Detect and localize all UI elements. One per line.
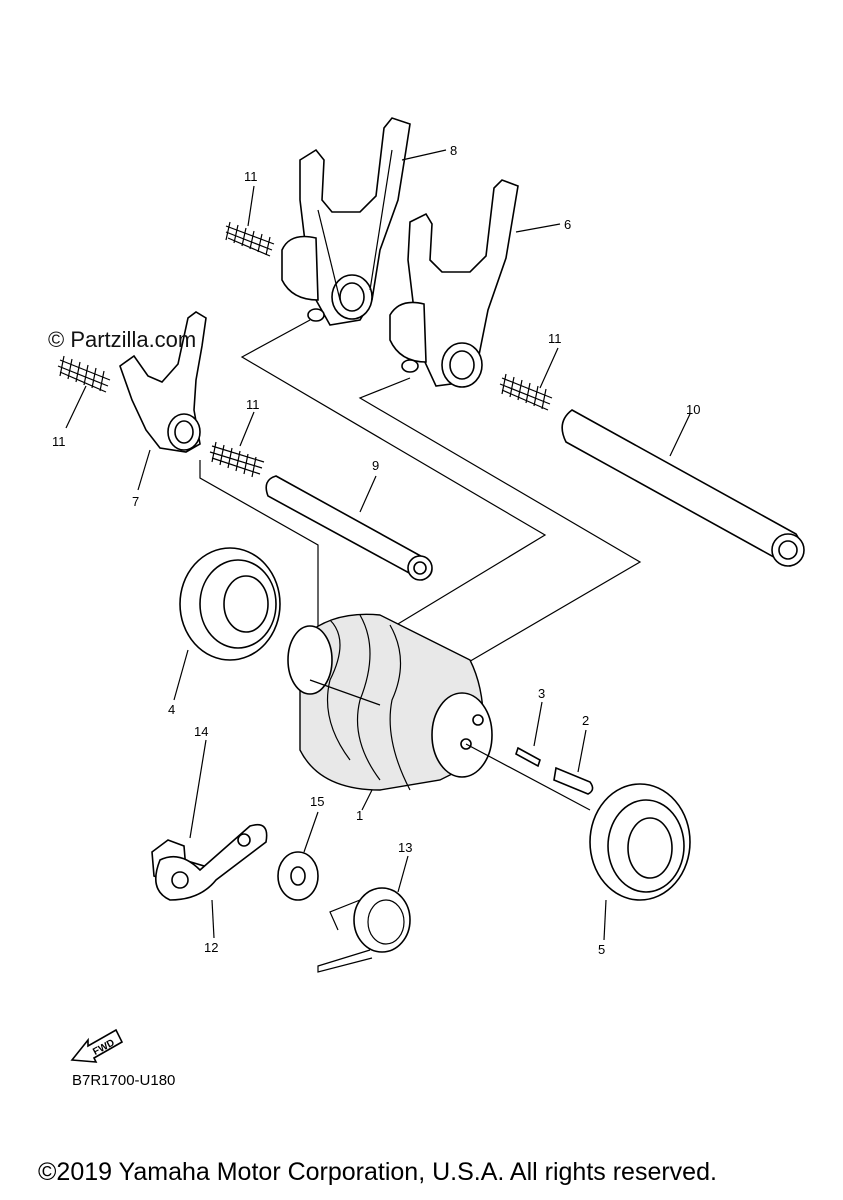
guide-lines bbox=[199, 319, 642, 700]
shift-fork-shaft-9[interactable] bbox=[265, 475, 433, 581]
shift-fork-8[interactable] bbox=[281, 117, 411, 326]
callout-11-right: 11 bbox=[548, 331, 562, 346]
callout-5: 5 bbox=[598, 942, 605, 957]
callout-11-left: 11 bbox=[52, 434, 66, 449]
fwd-label: FWD bbox=[91, 1037, 116, 1057]
pin-3[interactable] bbox=[515, 746, 541, 768]
bearing-5[interactable] bbox=[589, 783, 691, 901]
callout-4: 4 bbox=[168, 702, 175, 717]
washer-15[interactable] bbox=[277, 851, 319, 901]
copyright-notice: ©2019 Yamaha Motor Corporation, U.S.A. A… bbox=[38, 1158, 717, 1186]
pin-2[interactable] bbox=[553, 766, 594, 795]
callout-3: 3 bbox=[538, 686, 545, 701]
spring-11-right[interactable] bbox=[499, 373, 553, 411]
callout-14: 14 bbox=[194, 724, 208, 739]
leader-lines bbox=[65, 149, 691, 941]
callout-2: 2 bbox=[582, 713, 589, 728]
watermark-text: © Partzilla.com bbox=[48, 327, 197, 352]
callout-9: 9 bbox=[372, 458, 379, 473]
spring-11-left[interactable] bbox=[57, 355, 111, 393]
callout-11-upper: 11 bbox=[244, 169, 258, 184]
shift-fork-6[interactable] bbox=[389, 179, 519, 388]
shift-fork-shaft-10[interactable] bbox=[561, 409, 805, 567]
spring-11-upper[interactable] bbox=[225, 221, 275, 257]
fwd-arrow-icon: FWD bbox=[70, 1028, 124, 1063]
callout-12: 12 bbox=[204, 940, 218, 955]
stopper-lever-12[interactable] bbox=[154, 823, 268, 901]
callout-6: 6 bbox=[564, 217, 571, 232]
bearing-4[interactable] bbox=[179, 547, 281, 661]
callout-13: 13 bbox=[398, 840, 412, 855]
callout-11-middle: 11 bbox=[246, 397, 260, 412]
spring-11-middle[interactable] bbox=[209, 441, 265, 478]
callout-15: 15 bbox=[310, 794, 324, 809]
callout-labels: 8 6 11 11 11 11 7 9 10 4 3 2 1 14 15 13 … bbox=[52, 143, 700, 957]
drawing-code: B7R1700-U180 bbox=[72, 1072, 176, 1089]
callout-8: 8 bbox=[450, 143, 457, 158]
shift-drum-1[interactable] bbox=[287, 613, 591, 811]
callout-7: 7 bbox=[132, 494, 139, 509]
torsion-spring-13[interactable] bbox=[317, 887, 411, 973]
shift-fork-7[interactable] bbox=[119, 311, 207, 453]
callout-10: 10 bbox=[686, 402, 700, 417]
callout-1: 1 bbox=[356, 808, 363, 823]
